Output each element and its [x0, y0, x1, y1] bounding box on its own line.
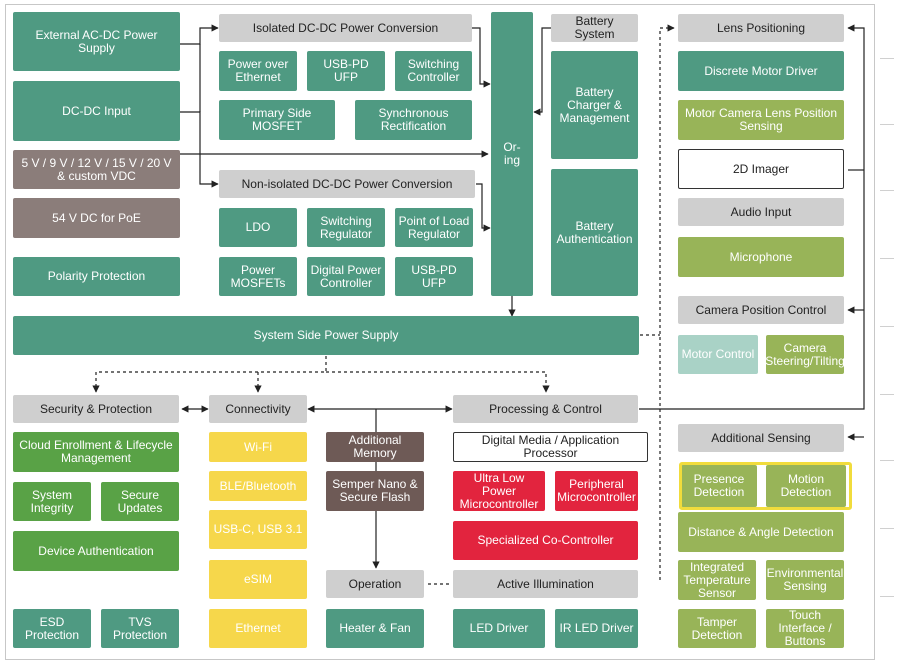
edge-mark	[880, 190, 894, 191]
motor-control-block: Motor Control	[678, 335, 758, 374]
touch-interface-block: Touch Interface / Buttons	[766, 609, 844, 648]
additional-sensing-block: Additional Sensing	[678, 424, 844, 452]
wire-battery-to-oring	[533, 27, 552, 116]
battery-system-block: Battery System	[551, 14, 638, 42]
system-integrity-block: System Integrity	[13, 482, 91, 521]
power-mosfets-block: Power MOSFETs	[219, 257, 297, 296]
usb-pd-ufp-2-block: USB-PD UFP	[395, 257, 473, 296]
ble-bluetooth-block: BLE/Bluetooth	[209, 471, 307, 501]
esim-block: eSIM	[209, 560, 307, 599]
digital-power-controller-block: Digital Power Controller	[307, 257, 385, 296]
power-over-ethernet-block: Power over Ethernet	[219, 51, 297, 91]
edge-mark	[880, 394, 894, 395]
audio-input-block: Audio Input	[678, 198, 844, 226]
synchronous-rectification-block: Synchronous Rectification	[355, 100, 472, 140]
wifi-block: Wi-Fi	[209, 432, 307, 462]
primary-side-mosfet-block: Primary Side MOSFET	[219, 100, 335, 140]
presence-detection-block: Presence Detection	[681, 465, 757, 507]
ultra-low-power-block: Ultra Low Power Microcontroller	[453, 471, 545, 511]
dashed-system-to-blocks	[92, 356, 327, 393]
semper-nano-block: Semper Nano & Secure Flash	[326, 471, 424, 511]
usb-c-block: USB-C, USB 3.1	[209, 510, 307, 549]
environmental-sensing-block: Environmental Sensing	[766, 560, 844, 600]
motion-detection-block: Motion Detection	[766, 465, 846, 507]
edge-mark	[880, 460, 894, 461]
dashed-system-to-processing	[326, 371, 550, 393]
wire-right-bus	[639, 24, 865, 410]
additional-memory-block: Additional Memory	[326, 432, 424, 462]
polarity-protection-block: Polarity Protection	[13, 257, 180, 296]
edge-mark	[880, 326, 894, 327]
motor-camera-lens-block: Motor Camera Lens Position Sensing	[678, 100, 844, 140]
processing-control-block: Processing & Control	[453, 395, 638, 423]
edge-mark	[880, 258, 894, 259]
edge-mark	[880, 124, 894, 125]
peripheral-mcu-block: Peripheral Microcontroller	[555, 471, 638, 511]
microphone-block: Microphone	[678, 237, 844, 277]
ir-led-driver-block: IR LED Driver	[555, 609, 638, 648]
battery-charger-block: Battery Charger & Management	[551, 51, 638, 159]
dashed-lens-feed	[659, 24, 675, 580]
or-ing-block: Or- ing	[491, 12, 533, 296]
usb-pd-ufp-1-block: USB-PD UFP	[307, 51, 385, 91]
distance-angle-block: Distance & Angle Detection	[678, 512, 844, 552]
wire-nonisolated-to-oring	[476, 183, 491, 232]
point-of-load-regulator-block: Point of Load Regulator	[395, 208, 473, 247]
switching-regulator-block: Switching Regulator	[307, 208, 385, 247]
security-protection-block: Security & Protection	[13, 395, 179, 423]
ldo-block: LDO	[219, 208, 297, 247]
lens-positioning-block: Lens Positioning	[678, 14, 844, 42]
integrated-temp-block: Integrated Temperature Sensor	[678, 560, 756, 600]
battery-authentication-block: Battery Authentication	[551, 169, 638, 296]
edge-mark	[880, 596, 894, 597]
dc-dc-input-block: DC-DC Input	[13, 81, 180, 141]
cloud-enrollment-block: Cloud Enrollment & Lifecycle Management	[13, 432, 179, 472]
specialized-co-controller-block: Specialized Co-Controller	[453, 521, 638, 560]
device-authentication-block: Device Authentication	[13, 531, 179, 571]
wire-ac-to-isolated	[180, 24, 219, 45]
voltage-options-block: 5 V / 9 V / 12 V / 15 V / 20 V & custom …	[13, 150, 180, 189]
imager-2d-block: 2D Imager	[678, 149, 844, 189]
edge-mark	[880, 528, 894, 529]
poe-54v-block: 54 V DC for PoE	[13, 198, 180, 238]
tvs-protection-block: TVS Protection	[101, 609, 179, 648]
switching-controller-block: Switching Controller	[395, 51, 472, 91]
heater-fan-block: Heater & Fan	[326, 609, 424, 648]
edge-mark	[880, 58, 894, 59]
system-side-power-block: System Side Power Supply	[13, 316, 639, 355]
sensing-highlight	[679, 462, 852, 510]
camera-position-control-block: Camera Position Control	[678, 296, 844, 324]
wire-input-trunk	[180, 111, 201, 155]
discrete-motor-driver-block: Discrete Motor Driver	[678, 51, 844, 91]
external-ac-dc-block: External AC-DC Power Supply	[13, 12, 180, 71]
digital-media-processor-block: Digital Media / Application Processor	[453, 432, 648, 462]
active-illumination-block: Active Illumination	[453, 570, 638, 598]
isolated-header-block: Isolated DC-DC Power Conversion	[219, 14, 472, 42]
tamper-detection-block: Tamper Detection	[678, 609, 756, 648]
wire-to-non-isolated	[199, 154, 219, 188]
led-driver-block: LED Driver	[453, 609, 545, 648]
operation-block: Operation	[326, 570, 424, 598]
wire-isolated-to-oring	[472, 27, 491, 88]
connectivity-block: Connectivity	[209, 395, 307, 423]
non-isolated-header-block: Non-isolated DC-DC Power Conversion	[219, 170, 475, 198]
esd-protection-block: ESD Protection	[13, 609, 91, 648]
ethernet-block: Ethernet	[209, 609, 307, 648]
camera-steering-block: Camera Steering/Tilting	[766, 335, 844, 374]
secure-updates-block: Secure Updates	[101, 482, 179, 521]
